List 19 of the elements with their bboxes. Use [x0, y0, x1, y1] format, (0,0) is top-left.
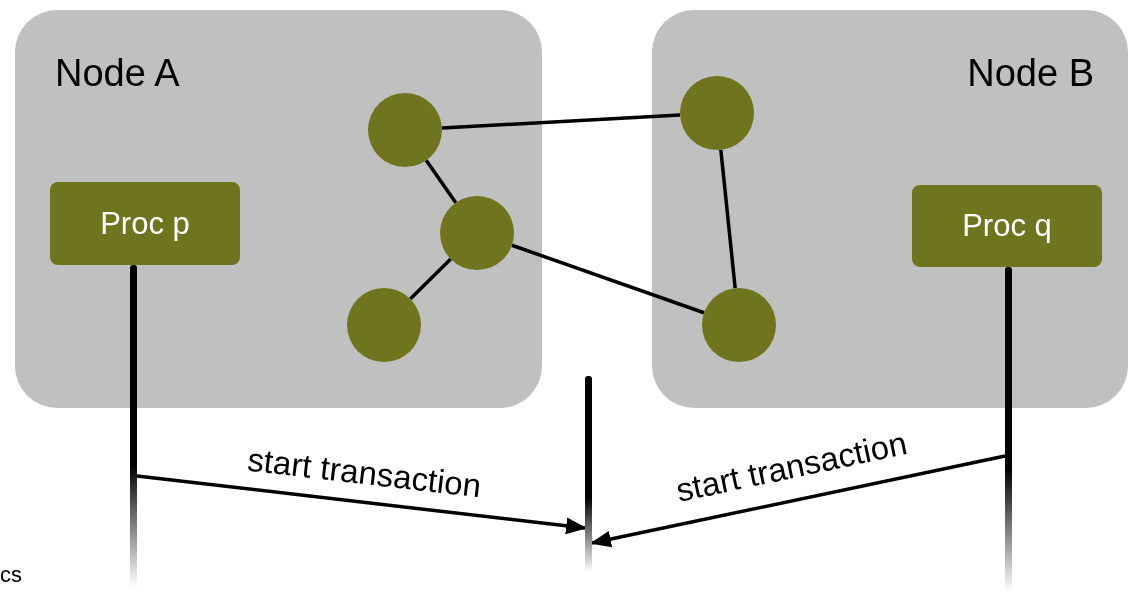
- connector-line: [424, 159, 458, 204]
- process-box: [912, 185, 1102, 267]
- connector-line: [409, 257, 452, 301]
- process-label: Proc q: [962, 208, 1052, 244]
- connector-line: [719, 149, 737, 289]
- lifeline-bar: [1005, 267, 1012, 592]
- connector-line: [441, 113, 681, 130]
- node-title: Node A: [55, 52, 180, 95]
- process-label: Proc p: [100, 205, 190, 242]
- node-title: Node B: [967, 52, 1094, 95]
- lifeline-bar: [130, 265, 137, 587]
- note-text: cs: [0, 562, 22, 588]
- edge-label: start transaction: [245, 442, 483, 503]
- edge-label: start transaction: [673, 425, 910, 507]
- connector-line: [511, 243, 705, 315]
- process-box: [50, 182, 240, 265]
- lifeline-bar: [585, 376, 592, 572]
- arrow: [136, 474, 588, 535]
- arrow: [589, 454, 1006, 548]
